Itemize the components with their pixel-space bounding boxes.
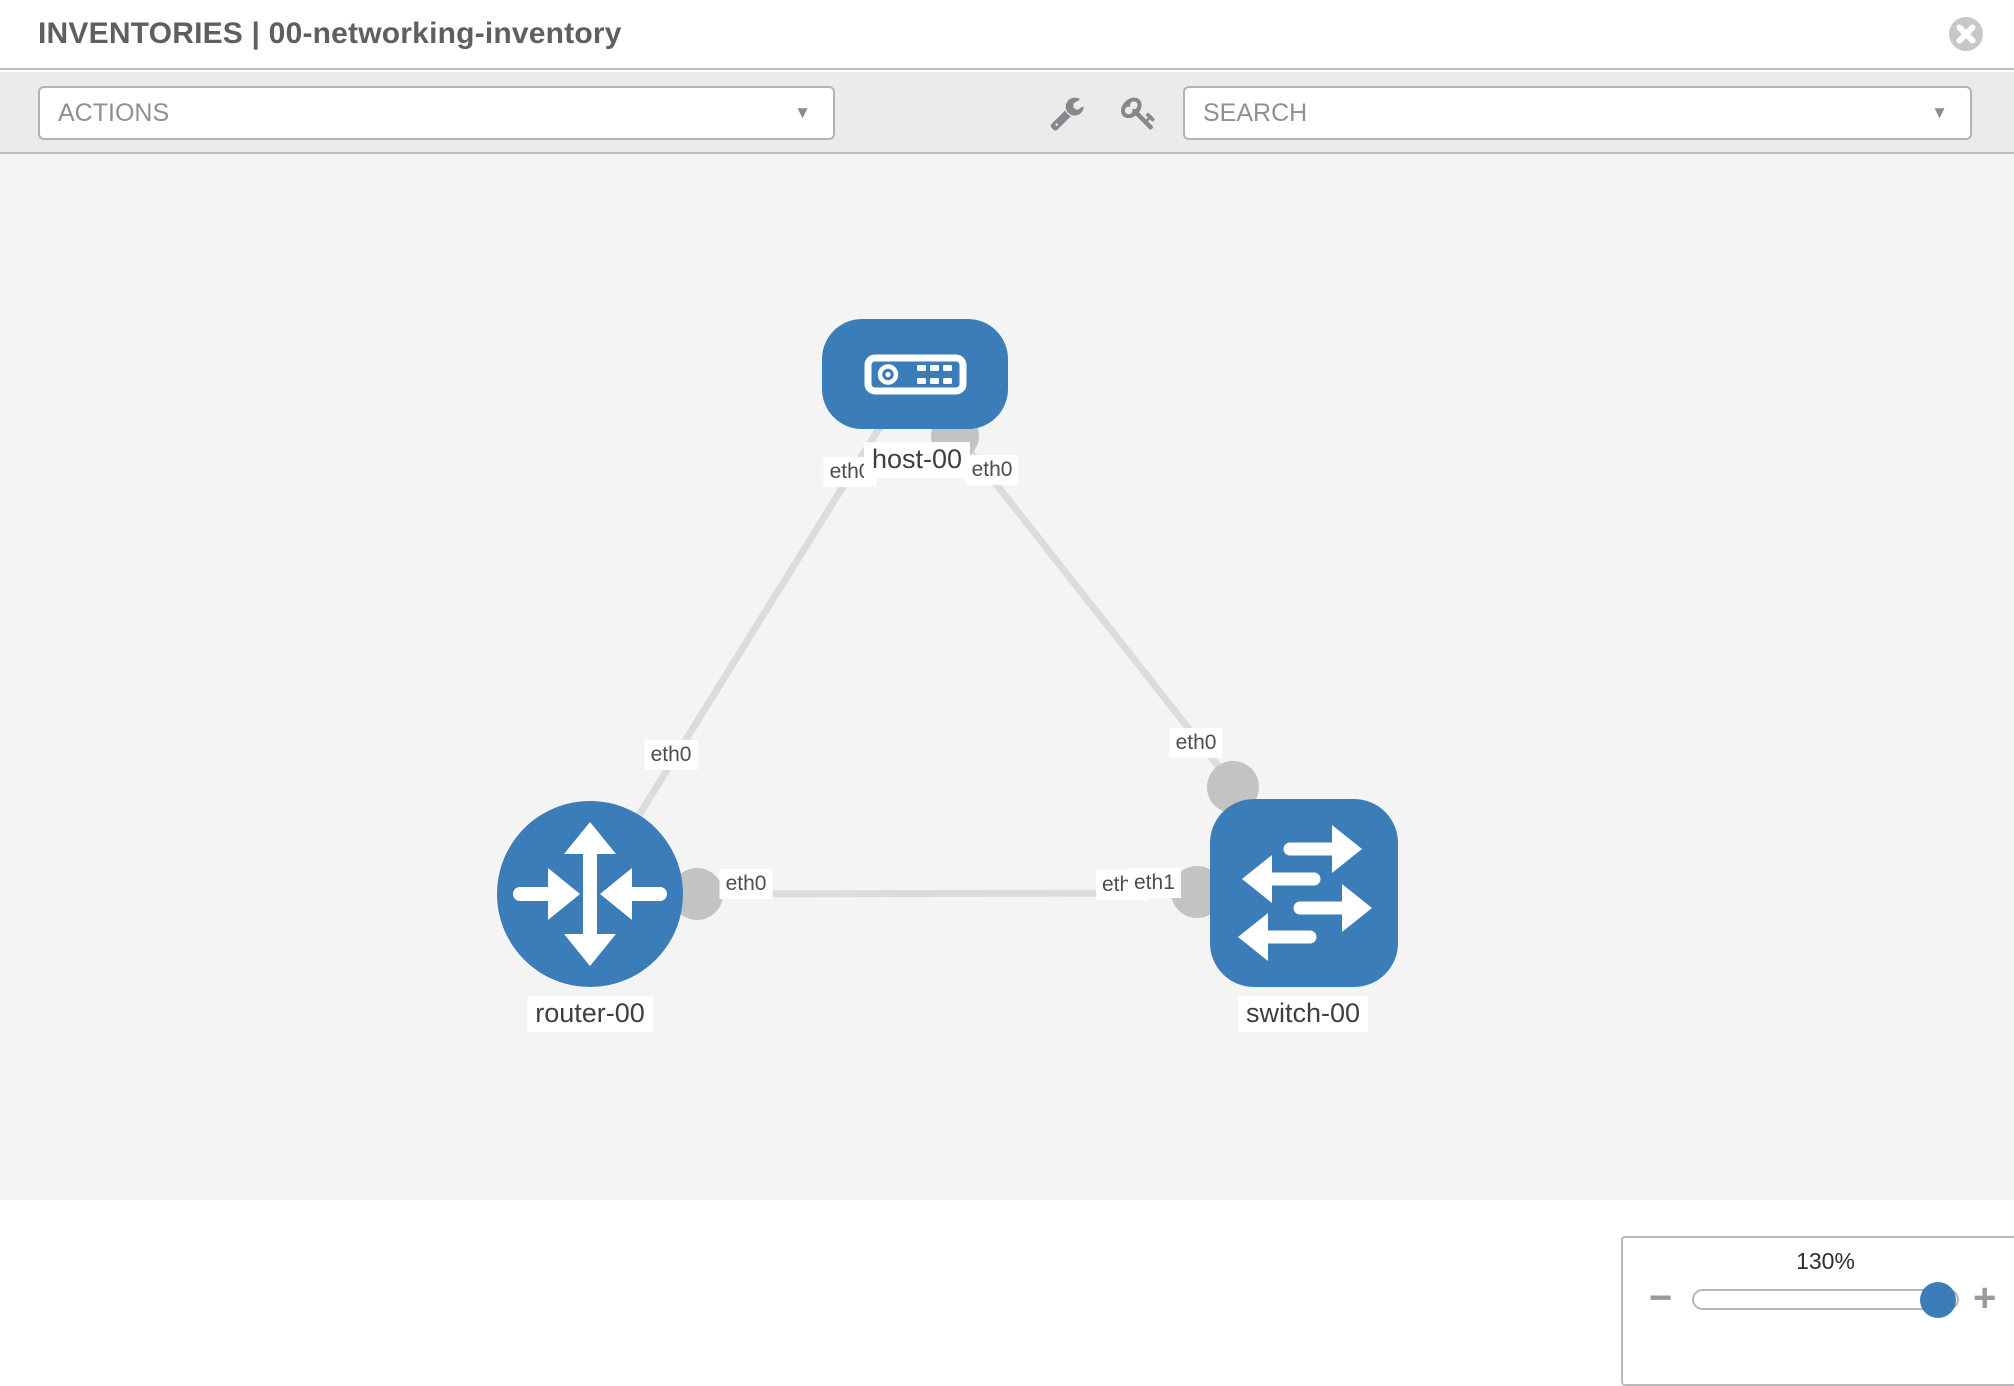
search-dropdown-label: SEARCH — [1203, 98, 1308, 127]
interface-label: eth0 — [1169, 727, 1223, 759]
interface-label: eth1 — [1128, 868, 1181, 899]
switch-icon — [1238, 825, 1372, 961]
interface-label: eth0 — [644, 739, 698, 771]
topology-canvas[interactable]: eth0 eth0 eth0 eth0 eth0 eth0 eth1 host-… — [0, 154, 2014, 1386]
interface-label: eth0 — [965, 454, 1019, 486]
close-icon — [1949, 17, 1983, 51]
interface-label: eth0 — [719, 868, 773, 900]
configure-button[interactable] — [1049, 95, 1085, 131]
node-switch[interactable] — [1210, 799, 1398, 987]
zoom-slider-handle[interactable] — [1920, 1282, 1956, 1318]
node-label-switch: switch-00 — [1237, 996, 1369, 1032]
zoom-slider[interactable] — [1692, 1282, 1959, 1318]
node-label-router: router-00 — [527, 996, 653, 1032]
interface-dot-router[interactable] — [671, 868, 723, 920]
key-icon — [1121, 97, 1155, 130]
node-label-host: host-00 — [863, 442, 971, 478]
close-button[interactable] — [1948, 16, 1984, 52]
topology-graph — [497, 319, 1398, 987]
credentials-button[interactable] — [1121, 95, 1157, 131]
chevron-down-icon: ▼ — [1931, 103, 1948, 122]
actions-dropdown[interactable]: ACTIONS ▼ — [38, 86, 835, 140]
actions-dropdown-label: ACTIONS — [58, 98, 170, 127]
chevron-down-icon: ▼ — [794, 103, 811, 122]
node-router[interactable] — [497, 801, 683, 987]
zoom-level-value: 130% — [1796, 1248, 1855, 1274]
zoom-out-button[interactable]: − — [1649, 1276, 1673, 1320]
host-icon — [864, 354, 967, 395]
toolbar: ACTIONS ▼ SEARCH ▼ — [0, 72, 2014, 154]
node-host[interactable] — [822, 319, 1008, 429]
zoom-in-button[interactable]: + — [1973, 1276, 1997, 1320]
search-dropdown[interactable]: SEARCH ▼ — [1183, 86, 1972, 140]
zoom-panel: 130% − + — [1621, 1236, 2014, 1386]
router-icon — [513, 822, 667, 966]
header: INVENTORIES | 00-networking-inventory — [0, 0, 2014, 70]
page-title: INVENTORIES | 00-networking-inventory — [38, 17, 622, 50]
wrench-icon — [1050, 97, 1084, 131]
